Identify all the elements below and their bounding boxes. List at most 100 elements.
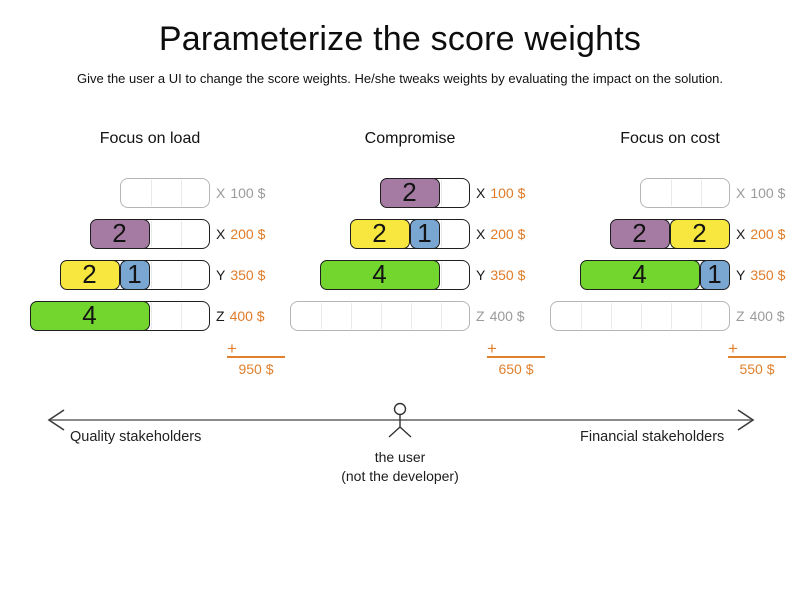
user-caption-line1: the user bbox=[374, 449, 426, 465]
process-block-blue: 1 bbox=[409, 218, 440, 249]
cost-amount: 200 $ bbox=[750, 226, 786, 242]
grid-line bbox=[641, 303, 642, 329]
resource-letter: X bbox=[736, 226, 746, 242]
stakeholder-axis bbox=[47, 402, 755, 438]
grid-line bbox=[181, 221, 182, 247]
process-block-green: 4 bbox=[579, 259, 700, 290]
grid-line bbox=[181, 262, 182, 288]
capacity-bar: 2 bbox=[379, 177, 470, 208]
grid-line bbox=[151, 221, 152, 247]
capacity-bar bbox=[640, 178, 730, 208]
panel-title: Focus on load bbox=[99, 130, 201, 147]
cost-amount: 200 $ bbox=[230, 226, 266, 242]
cost-amount: 100 $ bbox=[230, 185, 266, 201]
user-caption-line2: (not the developer) bbox=[341, 468, 459, 484]
process-block-green: 4 bbox=[319, 259, 440, 290]
total-cost: 550 $ bbox=[739, 361, 775, 377]
total-cost: 650 $ bbox=[498, 361, 534, 377]
grid-line bbox=[151, 303, 152, 329]
grid-line bbox=[701, 303, 702, 329]
stick-figure-icon bbox=[388, 402, 412, 438]
arrow-right-icon bbox=[737, 409, 755, 431]
grid-line bbox=[701, 180, 702, 206]
resource-letter: X bbox=[216, 226, 226, 242]
grid-line bbox=[441, 262, 442, 288]
quality-stakeholders-label: Quality stakeholders bbox=[70, 429, 202, 445]
grid-line bbox=[381, 303, 382, 329]
panel-title: Compromise bbox=[364, 130, 456, 147]
resource-letter: Z bbox=[216, 308, 225, 324]
cost-amount: 400 $ bbox=[229, 308, 265, 324]
grid-line bbox=[351, 303, 352, 329]
plus-icon: + bbox=[227, 339, 237, 358]
cost-amount: 350 $ bbox=[230, 267, 266, 283]
plus-icon: + bbox=[487, 339, 497, 358]
plus-icon: + bbox=[728, 339, 738, 358]
capacity-bar bbox=[290, 301, 470, 331]
grid-line bbox=[441, 221, 442, 247]
process-block-purple: 2 bbox=[89, 218, 150, 249]
resource-letter: X bbox=[216, 185, 226, 201]
panel-title: Focus on cost bbox=[620, 130, 720, 147]
grid-line bbox=[321, 303, 322, 329]
capacity-bar bbox=[120, 178, 210, 208]
total-section: +550 $ bbox=[728, 338, 786, 377]
grid-line bbox=[181, 303, 182, 329]
arrow-left-icon bbox=[47, 409, 65, 431]
capacity-bar: 4 bbox=[29, 300, 210, 331]
resource-letter: Y bbox=[476, 267, 486, 283]
process-block-green: 4 bbox=[29, 300, 150, 331]
resource-letter: X bbox=[476, 185, 486, 201]
grid-line bbox=[441, 303, 442, 329]
grid-line bbox=[151, 262, 152, 288]
financial-stakeholders-label: Financial stakeholders bbox=[580, 429, 725, 445]
sum-line: + bbox=[728, 338, 786, 358]
total-section: +650 $ bbox=[487, 338, 545, 377]
resource-letter: Y bbox=[216, 267, 226, 283]
page-subtitle: Give the user a UI to change the score w… bbox=[76, 71, 724, 86]
grid-line bbox=[151, 180, 152, 206]
sum-line: + bbox=[227, 338, 285, 358]
cost-amount: 100 $ bbox=[750, 185, 786, 201]
cost-amount: 400 $ bbox=[489, 308, 525, 324]
process-block-yellow: 2 bbox=[349, 218, 410, 249]
cost-amount: 400 $ bbox=[749, 308, 785, 324]
capacity-bar: 2 bbox=[89, 218, 210, 249]
process-block-blue: 1 bbox=[699, 259, 730, 290]
page-title: Parameterize the score weights bbox=[158, 20, 642, 58]
resource-letter: Z bbox=[736, 308, 745, 324]
resource-letter: X bbox=[736, 185, 746, 201]
grid-line bbox=[611, 303, 612, 329]
resource-letter: X bbox=[476, 226, 486, 242]
grid-line bbox=[671, 303, 672, 329]
sum-line: + bbox=[487, 338, 545, 358]
process-block-purple: 2 bbox=[609, 218, 670, 249]
capacity-bar bbox=[550, 301, 730, 331]
grid-line bbox=[411, 303, 412, 329]
cost-amount: 100 $ bbox=[490, 185, 526, 201]
process-block-blue: 1 bbox=[119, 259, 150, 290]
process-block-yellow: 2 bbox=[59, 259, 120, 290]
grid-line bbox=[441, 180, 442, 206]
cost-amount: 350 $ bbox=[750, 267, 786, 283]
resource-letter: Z bbox=[476, 308, 485, 324]
process-block-yellow: 2 bbox=[669, 218, 730, 249]
cost-amount: 200 $ bbox=[490, 226, 526, 242]
total-cost: 950 $ bbox=[238, 361, 274, 377]
